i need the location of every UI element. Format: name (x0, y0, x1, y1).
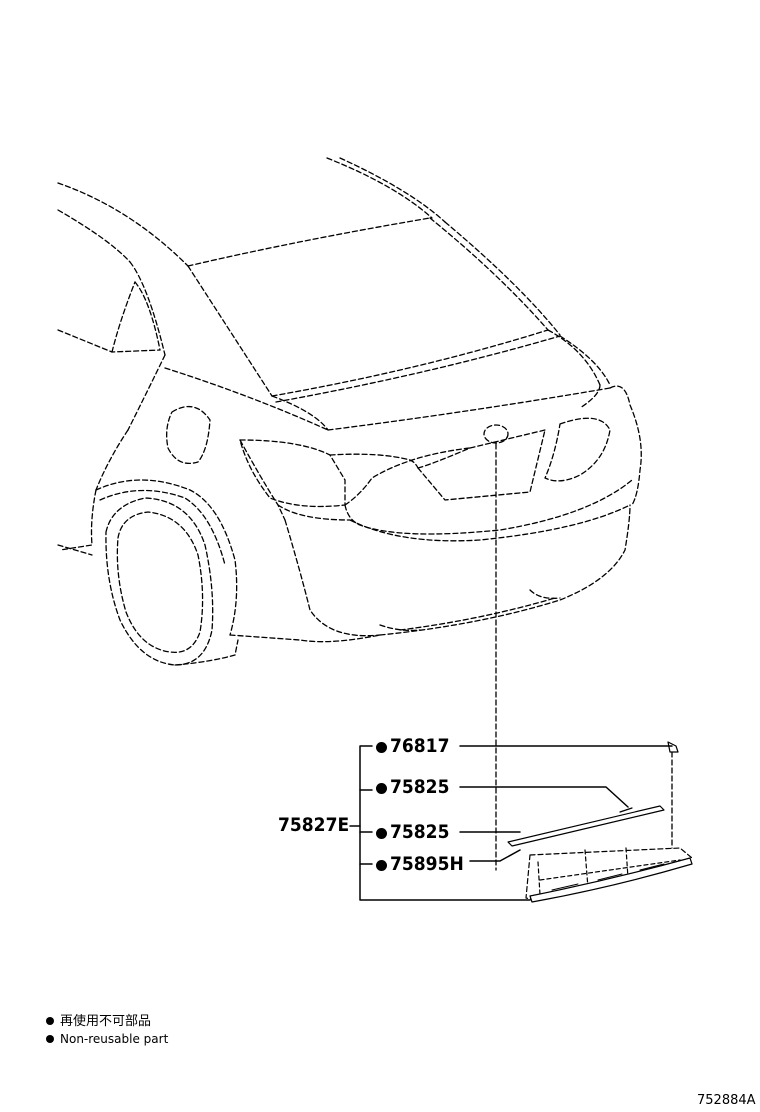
callout-moulding-upper: 75825 (376, 778, 449, 797)
part-number-emblem: 76817 (390, 735, 450, 757)
callout-emblem: 76817 (376, 737, 449, 756)
non-reusable-dot-icon (376, 860, 387, 871)
leader-dashed (495, 443, 673, 871)
car-body-outline (57, 157, 642, 666)
legend-en: Non-reusable part (46, 1033, 168, 1045)
garnish-part (507, 741, 693, 903)
non-reusable-dot-icon (376, 828, 387, 839)
callout-moulding-lower: 75825 (376, 823, 449, 842)
bullet-icon (46, 1017, 54, 1025)
legend-jp-text: 再使用不可部品 (60, 1014, 152, 1029)
assembly-part-number: 75827E (278, 814, 350, 836)
non-reusable-dot-icon (376, 742, 387, 753)
legend-jp: 再使用不可部品 (46, 1015, 151, 1028)
part-number-garnish: 75895H (390, 853, 464, 875)
callout-garnish: 75895H (376, 855, 464, 874)
non-reusable-dot-icon (376, 783, 387, 794)
callout-leaders (349, 745, 673, 901)
bullet-icon (46, 1035, 54, 1043)
part-number-moulding-upper: 75825 (390, 776, 450, 798)
illustration-id: 752884A (697, 1093, 756, 1108)
legend-en-text: Non-reusable part (60, 1032, 169, 1046)
part-number-moulding-lower: 75825 (390, 821, 450, 843)
